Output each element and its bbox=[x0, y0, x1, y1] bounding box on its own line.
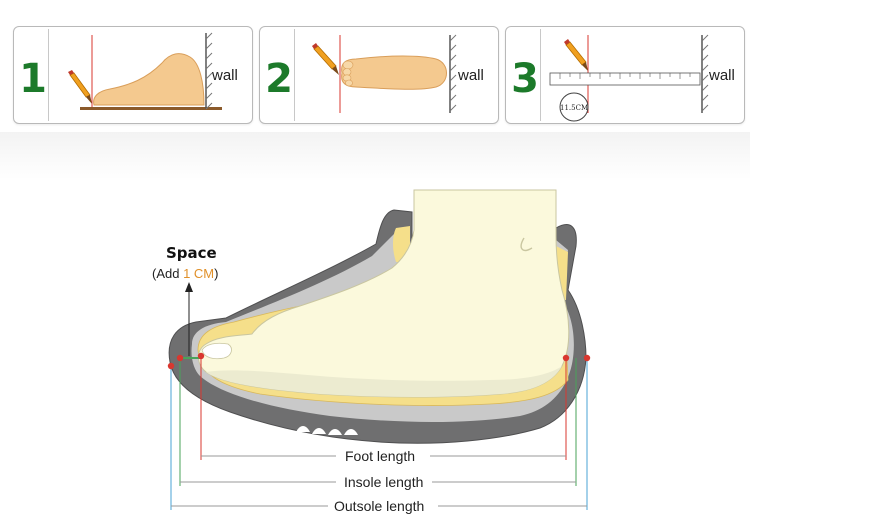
ankle-bone bbox=[520, 237, 533, 252]
space-note-suffix: ) bbox=[214, 266, 219, 281]
foot-sole-shade bbox=[206, 366, 562, 397]
wall-hatch bbox=[701, 34, 709, 112]
foot-length-label: Foot length bbox=[341, 448, 420, 464]
insole-length-label: Insole length bbox=[340, 474, 428, 490]
space-title: Space bbox=[166, 244, 217, 262]
step-2-illustration bbox=[312, 34, 457, 113]
outsole-length-label: Outsole length bbox=[330, 498, 429, 514]
panel-divider bbox=[48, 29, 49, 121]
toes bbox=[342, 60, 354, 87]
floor-line bbox=[80, 107, 222, 110]
foot-top-view bbox=[341, 55, 447, 90]
magnifier-circle bbox=[559, 92, 589, 122]
step-number: 1 bbox=[19, 56, 47, 102]
measure-value: 11.5CM bbox=[560, 104, 589, 112]
ruler-ticks bbox=[559, 73, 691, 79]
pencil-icon bbox=[564, 39, 588, 71]
wall-label: wall bbox=[458, 67, 484, 84]
space-note: (Add 1 CM) bbox=[152, 266, 218, 281]
wall-hatch bbox=[449, 34, 457, 112]
step-3-panel: 3 11.5CM wall bbox=[505, 26, 745, 124]
reflection-band bbox=[0, 132, 750, 180]
space-note-value: 1 CM bbox=[183, 266, 215, 281]
tread-notches bbox=[296, 426, 358, 435]
panel-divider bbox=[294, 29, 295, 121]
step-2-panel: 2 wall bbox=[259, 26, 499, 124]
space-arrow-head bbox=[185, 282, 193, 292]
wall-label: wall bbox=[709, 67, 735, 84]
step-number: 3 bbox=[511, 56, 539, 102]
space-note-prefix: (Add bbox=[152, 266, 184, 281]
measure-dots bbox=[167, 352, 591, 370]
step-1-illustration bbox=[68, 32, 222, 110]
ruler bbox=[549, 72, 701, 86]
wall-hatch bbox=[205, 32, 213, 110]
pencil-icon bbox=[68, 70, 92, 104]
pencil-icon bbox=[312, 43, 339, 75]
step-number: 2 bbox=[265, 56, 293, 102]
step-1-panel: 1 wall bbox=[13, 26, 253, 124]
panel-divider bbox=[540, 29, 541, 121]
step-3-illustration bbox=[549, 34, 709, 122]
foot-side-view bbox=[93, 53, 205, 106]
wall-label: wall bbox=[212, 67, 238, 84]
toenail bbox=[201, 342, 232, 360]
